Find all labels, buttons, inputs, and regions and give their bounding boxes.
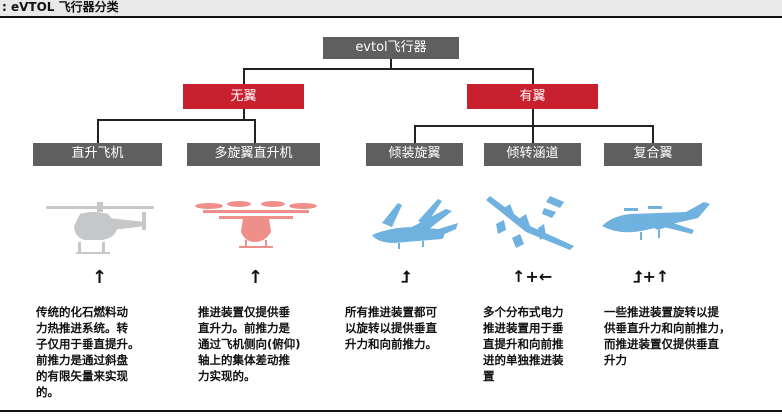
connector: [254, 119, 256, 143]
connector: [532, 109, 534, 125]
connector: [652, 125, 654, 143]
connector: [532, 125, 534, 143]
connector: [243, 68, 245, 84]
bottom-rule: [0, 410, 782, 412]
connector: [414, 125, 653, 127]
lift-plus-forward-icon: ↑+←: [512, 267, 553, 286]
title-bar: : eVTOL 飞行器分类: [0, 0, 782, 18]
tiltduct-image: [486, 196, 574, 250]
multirotor-description: 推进装置仅提供垂 直升力。前推力是 通过飞机侧向(俯仰) 轴上的集体差动推 力实…: [198, 305, 301, 383]
connector: [97, 119, 99, 143]
type-multirotor: 多旋翼直升机: [187, 143, 320, 166]
type-tiltduct: 倾转涵道: [484, 143, 581, 166]
vertical-arrow-icon: ↑: [248, 267, 264, 288]
type-compound: 复合翼: [604, 143, 702, 166]
tiltduct-description: 多个分布式电力 推进装置用于垂 直提升和向前推 进的单独推进装 置: [483, 305, 564, 383]
helicopter-description: 传统的化石燃料动 力热推进系统。转 子仅用于垂直提升。 前推力是通过斜盘 的有限…: [36, 305, 140, 399]
connector: [532, 68, 534, 84]
connector: [390, 59, 392, 68]
compound-image: [602, 202, 710, 240]
group-winged: 有翼: [467, 84, 598, 109]
tiltrotor-description: 所有推进装置都可 以旋转以提供垂直 升力和向前推力。: [345, 305, 437, 351]
helicopter-image: [46, 202, 154, 254]
connector: [243, 68, 533, 70]
connector: [97, 119, 255, 121]
compound-description: 一些推进装置旋转以提 供垂直升力和向前推力， 而推进装置仅提供垂直 升力: [604, 305, 731, 367]
page-title: : eVTOL 飞行器分类: [2, 0, 119, 14]
tiltrotor-image: [372, 199, 458, 249]
connector: [414, 125, 416, 143]
connector: [243, 109, 245, 119]
tilt-arrow-icon: ⮥: [401, 267, 411, 286]
type-tiltrotor: 倾装旋翼: [366, 143, 463, 166]
type-helicopter: 直升飞机: [33, 143, 162, 166]
root-node: evtol飞行器: [323, 37, 459, 59]
group-wingless: 无翼: [183, 84, 304, 109]
multirotor-image: [195, 201, 317, 248]
tilt-plus-lift-icon: ⮥+↑: [633, 267, 670, 286]
vertical-arrow-icon: ↑: [92, 267, 108, 288]
